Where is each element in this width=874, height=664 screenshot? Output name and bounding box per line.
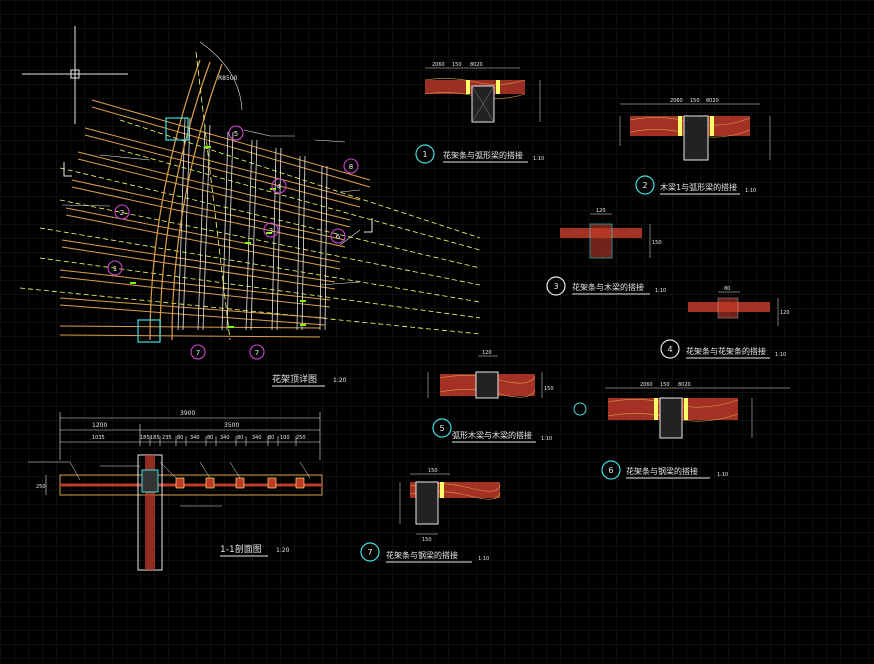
plan-scale: 1:20: [333, 377, 347, 384]
svg-text:7: 7: [196, 349, 200, 357]
detail-3-number: 3: [553, 282, 558, 291]
detail-5-scale: 1:10: [541, 436, 552, 442]
section-1-1: 3900 1200 3500 1035 185 185 235 80 340 8…: [28, 410, 323, 571]
radial-construction-lines: [19, 119, 481, 335]
detail-1[interactable]: 2060 150 8020 1 花架条与弧形梁的搭接 1:10: [415, 62, 544, 164]
detail-7-title: 花架条与钢梁的搭接: [386, 550, 458, 560]
svg-text:340: 340: [220, 435, 230, 441]
detail-2-dim-a: 2060: [670, 98, 683, 104]
svg-text:80: 80: [237, 435, 243, 441]
svg-text:1035: 1035: [92, 435, 105, 441]
detail-7-dim-a: 150: [428, 468, 438, 474]
detail-2-title: 木梁1与弧形梁的搭接: [660, 182, 737, 192]
detail-1-dim-b: 150: [452, 62, 462, 68]
dim-total: 3900: [180, 410, 195, 417]
radius-guide-line: [195, 51, 231, 341]
section-cut-marker-right: [364, 218, 373, 233]
svg-text:8: 8: [349, 163, 353, 171]
svg-text:100: 100: [280, 435, 290, 441]
detail-7-number: 7: [367, 548, 372, 557]
dim-left: 1200: [92, 422, 107, 429]
detail-5-dim-b: 150: [544, 386, 554, 392]
detail-3-dim-b: 150: [652, 240, 662, 246]
svg-text:4: 4: [277, 183, 282, 191]
column-top[interactable]: [165, 117, 189, 141]
detail-5-number: 5: [439, 424, 444, 433]
detail-6-number: 6: [608, 466, 613, 475]
svg-text:340: 340: [252, 435, 262, 441]
svg-text:250: 250: [296, 435, 306, 441]
svg-text:340: 340: [190, 435, 200, 441]
detail-2-dim-c: 8020: [706, 98, 719, 104]
svg-text:235: 235: [162, 435, 172, 441]
svg-text:80: 80: [207, 435, 213, 441]
detail-6-title: 花架条与钢梁的搭接: [626, 466, 698, 476]
svg-text:3: 3: [269, 227, 273, 235]
detail-1-scale: 1:10: [533, 156, 544, 162]
detail-4-dim-b: 120: [780, 310, 790, 316]
rafters: [59, 99, 371, 338]
detail-1-title: 花架条与弧形梁的搭接: [443, 150, 523, 160]
detail-6-scale: 1:10: [717, 472, 728, 478]
plan-title: 花架顶详图: [272, 373, 317, 385]
section-dimension-lines: [59, 412, 321, 460]
svg-text:185: 185: [150, 435, 160, 441]
dim-segments: 1035 185 185 235 80 340 80 340 80 340 80…: [92, 435, 306, 441]
detail-4-title: 花架条与花架条的搭接: [686, 346, 766, 356]
detail-7-scale: 1:10: [478, 556, 489, 562]
section-title: 1-1剖面图: [220, 543, 262, 555]
leader-lines: [61, 129, 361, 286]
dim-right: 3500: [224, 422, 239, 429]
pergola-plan-view: R8500 5 8 4 2: [19, 41, 481, 387]
detail-3-scale: 1:10: [655, 288, 666, 294]
detail-3-title: 花架条与木梁的搭接: [572, 282, 644, 292]
purlins: [177, 117, 328, 331]
detail-1-dim-a: 2060: [432, 62, 445, 68]
curved-beams: [149, 59, 223, 341]
detail-4-dim-a: 80: [724, 286, 730, 292]
detail-2-scale: 1:10: [745, 188, 756, 194]
detail-2[interactable]: 2060 150 8020 2 木梁1与弧形梁的搭接 1:10: [619, 98, 771, 195]
detail-2-number: 2: [642, 181, 647, 190]
section-cut-marker-left: [63, 162, 72, 177]
detail-5[interactable]: 120 150 5 弧形木梁与木梁的搭接 1:10: [427, 350, 554, 443]
section-rafter-cuts: [175, 477, 305, 489]
ucs-crosshair-icon[interactable]: [22, 26, 128, 124]
detail-1-number: 1: [422, 150, 427, 159]
plan-callout-numbers: 5 8 4 2 3 6 1 7 7: [113, 130, 353, 357]
detail-6-dim-a: 2060: [640, 382, 653, 388]
svg-text:5: 5: [234, 130, 238, 138]
detail-7-dim-b: 150: [422, 537, 432, 543]
svg-text:185: 185: [140, 435, 150, 441]
detail-4-number: 4: [667, 345, 672, 354]
detail-1-dim-c: 8020: [470, 62, 483, 68]
radius-arc: [199, 41, 243, 111]
detail-6[interactable]: 2060 150 8020 6 花架条与钢梁的搭接 1:10: [573, 382, 790, 480]
section-scale: 1:20: [276, 547, 290, 554]
detail-5-dim-a: 120: [482, 350, 492, 356]
svg-text:80: 80: [177, 435, 183, 441]
detail-6-dim-c: 8020: [678, 382, 691, 388]
section-leaders: [28, 461, 311, 507]
detail-3-dim-a: 120: [596, 208, 606, 214]
detail-7[interactable]: 150 150 7 花架条与钢梁的搭接 1:10: [360, 468, 501, 563]
detail-6-dim-b: 150: [660, 382, 670, 388]
dim-height: 250: [36, 484, 46, 490]
column-bottom[interactable]: [137, 319, 161, 343]
section-column-cap: [141, 469, 159, 493]
detail-2-dim-b: 150: [690, 98, 700, 104]
detail-3[interactable]: 120 150 3 花架条与木梁的搭接 1:10: [546, 208, 666, 296]
svg-text:1: 1: [113, 265, 117, 273]
detail-4[interactable]: 80 120 4 花架条与花架条的搭接 1:10: [660, 286, 790, 359]
svg-text:2: 2: [120, 209, 124, 217]
plan-callouts[interactable]: [107, 125, 359, 360]
detail-4-scale: 1:10: [775, 352, 786, 358]
radius-label: R8500: [218, 75, 238, 82]
svg-text:7: 7: [255, 349, 259, 357]
svg-text:80: 80: [268, 435, 274, 441]
svg-text:6: 6: [336, 233, 341, 241]
detail-5-title: 弧形木梁与木梁的搭接: [452, 430, 532, 440]
